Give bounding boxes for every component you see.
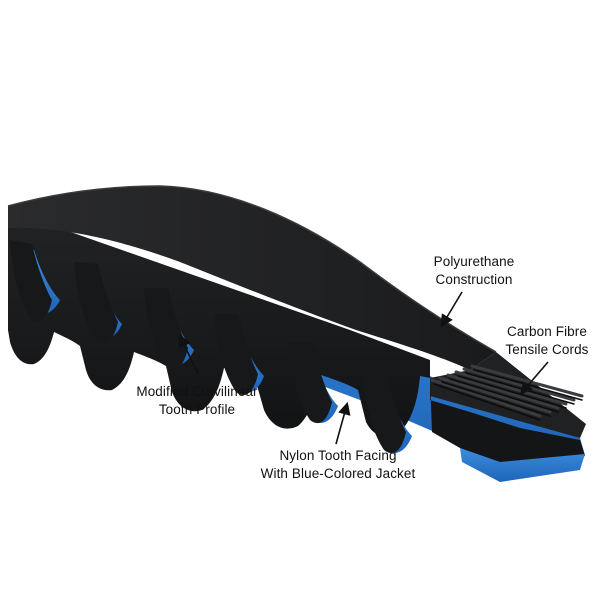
label-carbon-line2: Tensile Cords (505, 342, 588, 357)
belt-top-edge (7, 185, 497, 353)
tensile-cords (430, 364, 584, 418)
arrow-polyurethane (440, 291, 463, 328)
belt-end-lower (430, 378, 585, 466)
label-curvilinear-line2: Tooth Profile (159, 402, 235, 417)
leader-arrows (178, 291, 549, 445)
label-curvilinear: Modified Curvilinear Tooth Profile (136, 384, 258, 417)
arrow-carbon (519, 361, 549, 395)
label-polyurethane: Polyurethane Construction (434, 254, 515, 287)
arrow-curvilinear (178, 334, 199, 375)
label-nylon-line2: With Blue-Colored Jacket (261, 466, 416, 481)
label-curvilinear-line1: Modified Curvilinear (136, 384, 258, 399)
tooth-bodies (10, 240, 406, 454)
label-carbon-line1: Carbon Fibre (507, 324, 587, 339)
label-nylon-line1: Nylon Tooth Facing (279, 448, 396, 463)
belt-top-surface (8, 186, 496, 370)
label-nylon: Nylon Tooth Facing With Blue-Colored Jac… (261, 448, 416, 481)
arrow-nylon (335, 401, 351, 445)
label-polyurethane-line1: Polyurethane (434, 254, 515, 269)
label-carbon: Carbon Fibre Tensile Cords (505, 324, 588, 357)
label-polyurethane-line2: Construction (436, 272, 513, 287)
blue-jacket-end (460, 448, 585, 482)
